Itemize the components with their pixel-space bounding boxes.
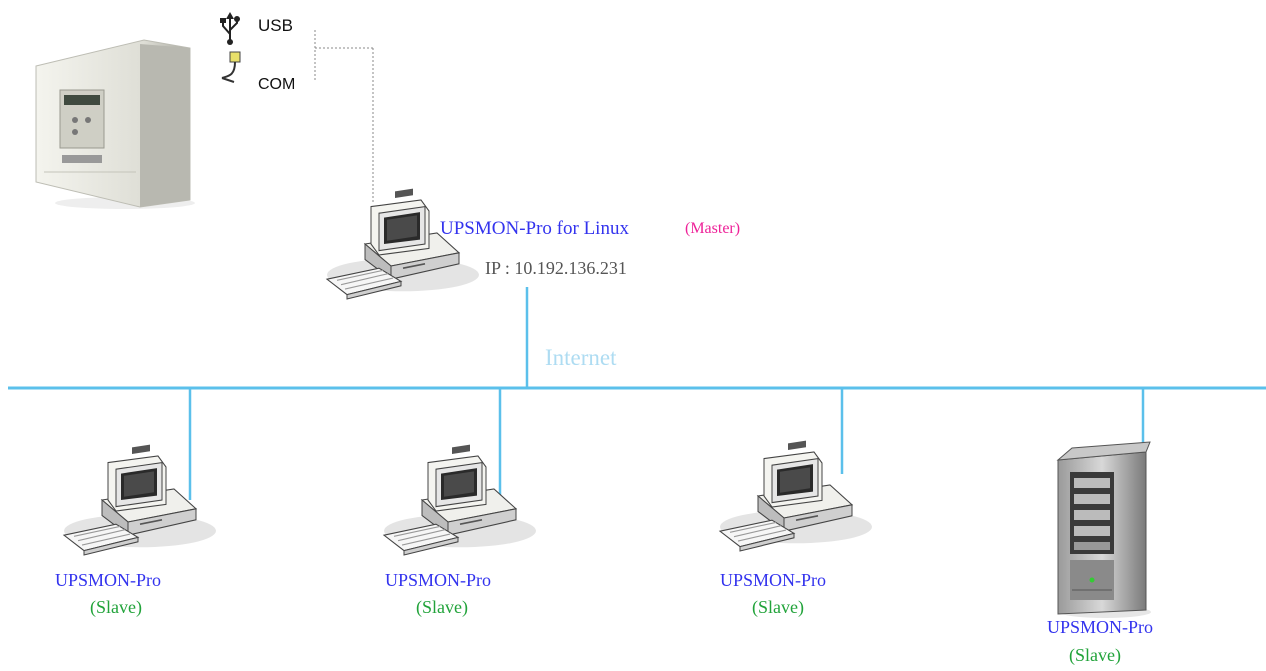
slave-3-role: (Slave) — [752, 597, 804, 617]
slave-computer-icon — [383, 443, 537, 556]
server-icon — [1056, 441, 1151, 618]
serial-connection-line — [314, 30, 374, 204]
usb-icon — [220, 12, 240, 45]
master-computer-icon — [326, 187, 480, 300]
slave-computer-icon — [63, 443, 217, 556]
master-ip: IP : 10.192.136.231 — [485, 258, 627, 278]
slave-1-name: UPSMON-Pro — [55, 570, 162, 590]
slave-computer-icon — [719, 439, 873, 552]
ups-device-icon — [35, 39, 195, 209]
usb-label: USB — [258, 16, 293, 35]
master-title: UPSMON-Pro for Linux — [440, 218, 629, 239]
internet-label: Internet — [545, 345, 617, 370]
slave-2-role: (Slave) — [416, 597, 468, 617]
network-bus — [8, 287, 1266, 500]
master-role: (Master) — [685, 220, 741, 237]
slave-1-role: (Slave) — [90, 597, 142, 617]
slave-4-role: (Slave) — [1069, 645, 1121, 665]
slave-3-name: UPSMON-Pro — [720, 570, 827, 590]
serial-cable-icon — [221, 51, 241, 83]
slave-2-name: UPSMON-Pro — [385, 570, 492, 590]
slave-4-name: UPSMON-Pro — [1047, 617, 1154, 637]
com-label: COM — [258, 76, 296, 93]
